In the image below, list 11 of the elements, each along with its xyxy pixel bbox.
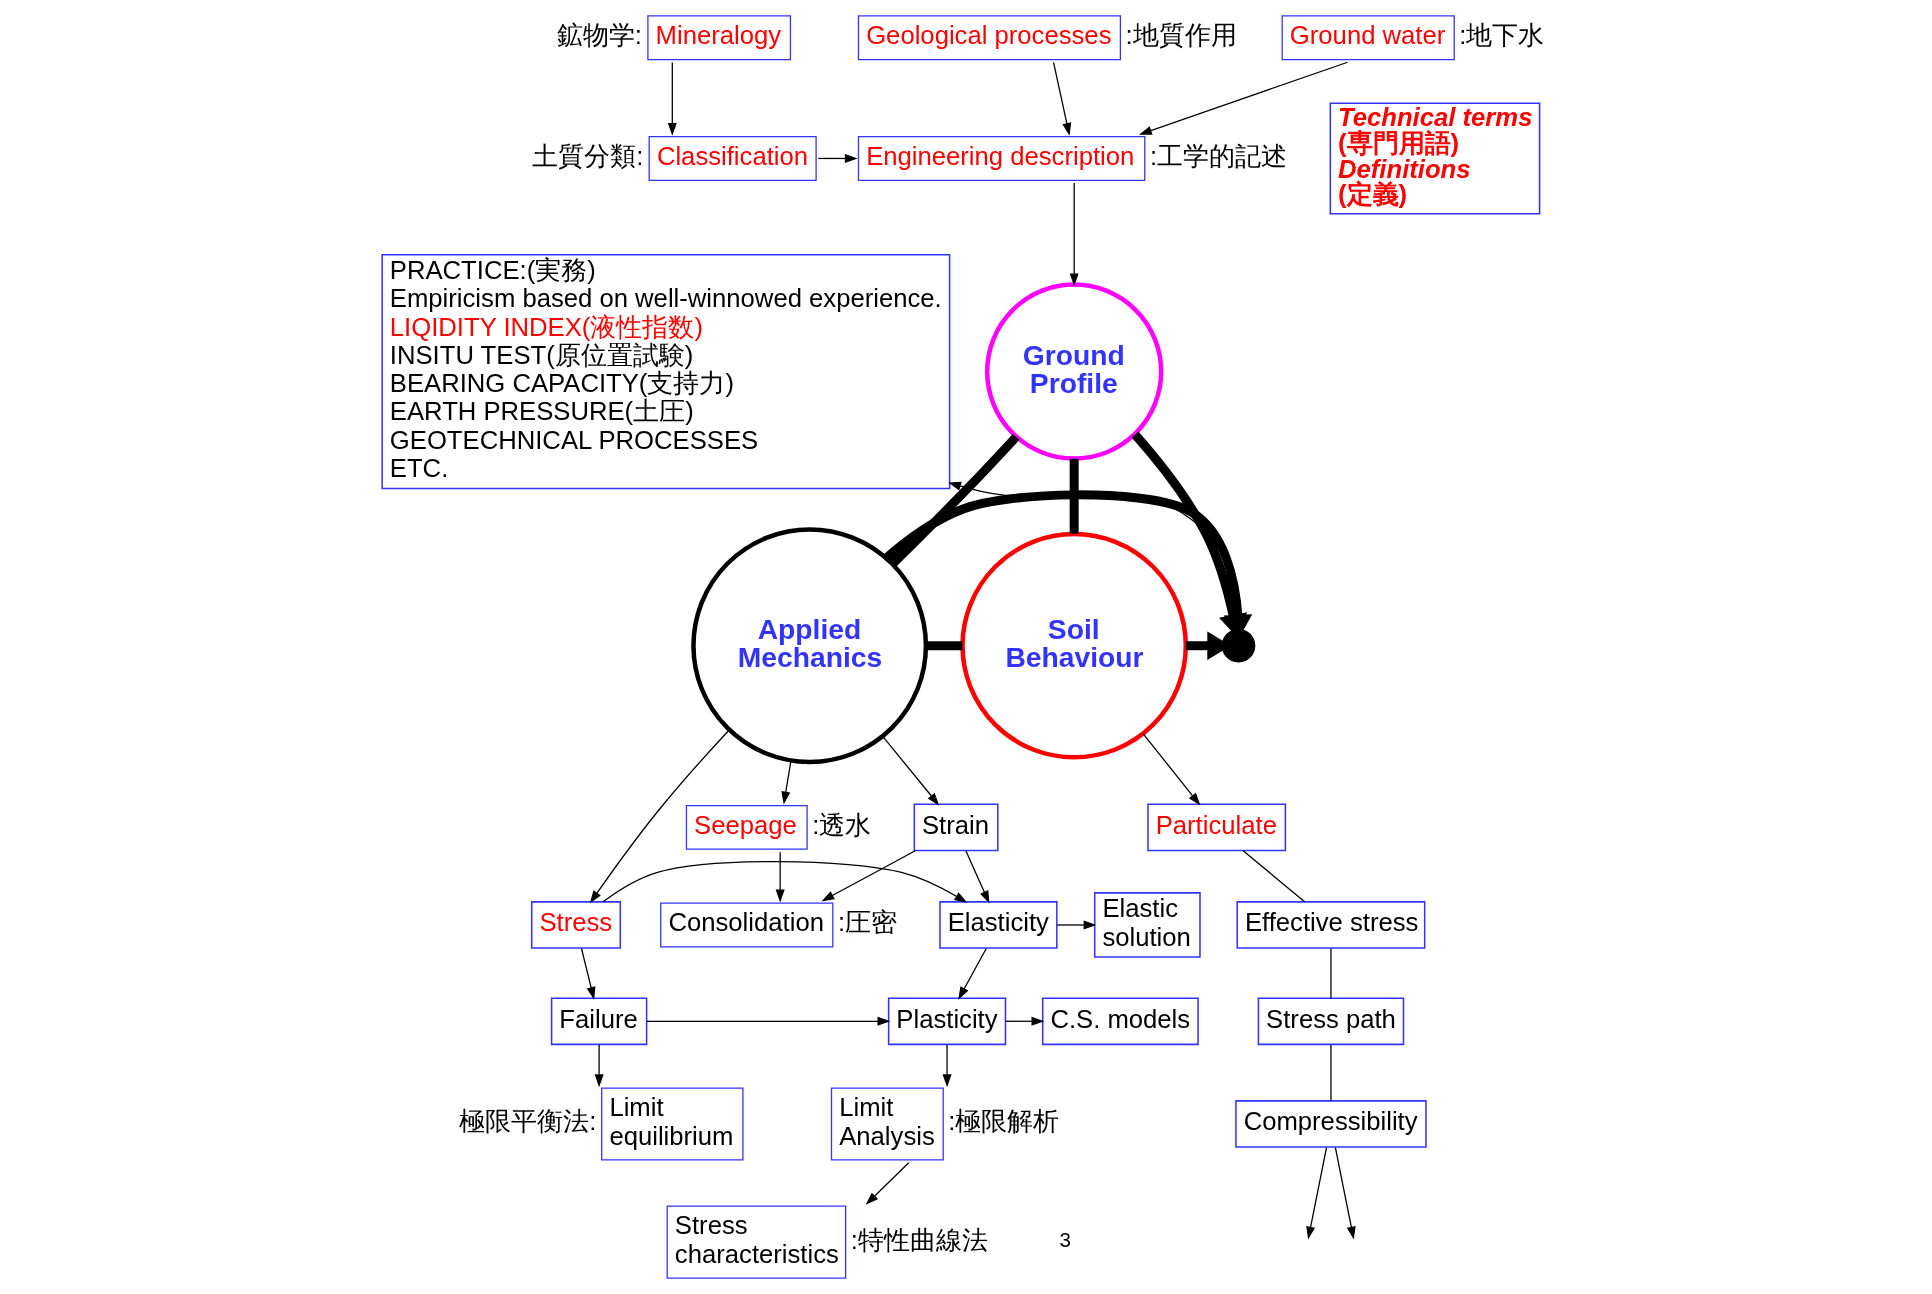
node-label: 鉱物学: [556, 21, 642, 50]
node-label: :極限解析 [948, 1107, 1060, 1136]
node-label: 極限平衡法: [459, 1107, 597, 1136]
node-label: :透水 [812, 810, 872, 839]
node-label: :特性曲線法 [850, 1225, 988, 1254]
node-label: :地質作用 [1125, 21, 1237, 50]
node-label: :地下水 [1459, 21, 1545, 50]
label: 3 [1059, 1227, 1071, 1251]
node-label: :工学的記述 [1149, 141, 1288, 170]
node-label: :圧密 [837, 908, 898, 937]
node-label: 土質分類: [532, 141, 644, 170]
